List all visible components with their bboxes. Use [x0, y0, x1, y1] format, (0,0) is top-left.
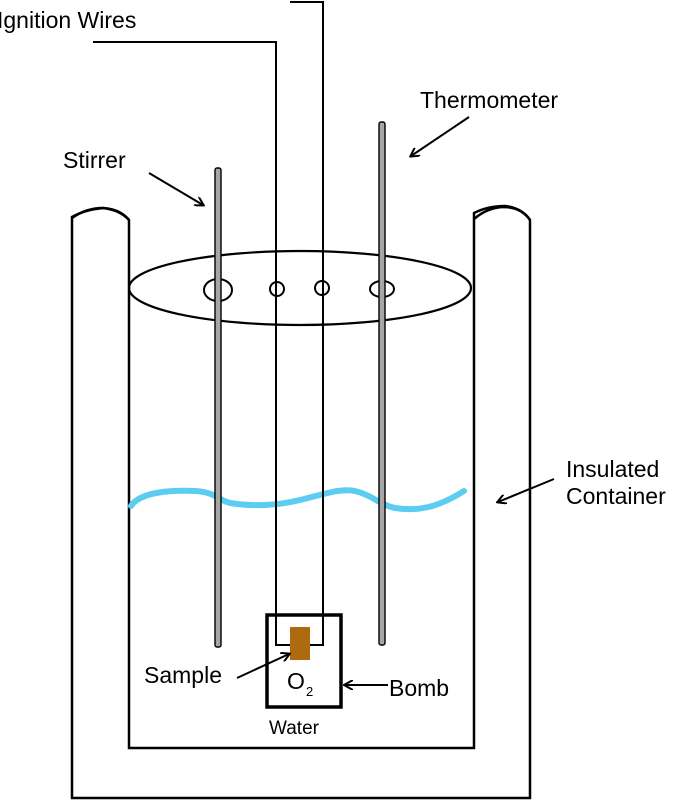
arrow-stirrer: [148, 172, 203, 205]
label-container: Container: [566, 483, 666, 509]
label-water: Water: [269, 718, 320, 739]
right-wall-cap: [473, 205, 532, 221]
label-bomb: Bomb: [389, 675, 449, 701]
label-thermometer: Thermometer: [420, 87, 558, 113]
arrow-insulated-container: [498, 478, 555, 502]
label-sample: Sample: [144, 662, 222, 688]
label-stirrer: Stirrer: [63, 147, 126, 173]
arrow-thermometer: [411, 116, 470, 156]
label-insulated: Insulated: [566, 456, 659, 482]
thermometer-rod: [378, 121, 386, 646]
label-ignition-wires: Ignition Wires: [0, 7, 136, 33]
arrow-sample: [236, 654, 289, 679]
label-oxygen-subscript: 2: [306, 684, 313, 699]
sample-block: [290, 627, 310, 660]
label-oxygen: O: [287, 668, 305, 694]
water-surface-line: [128, 487, 467, 513]
ignition-wire-1: [93, 1, 324, 646]
stirrer-rod: [214, 167, 222, 648]
calorimeter-lid: [127, 249, 473, 327]
bomb-vessel: [265, 613, 343, 709]
insulated-container: [70, 204, 532, 800]
left-wall-cap: [71, 206, 130, 221]
